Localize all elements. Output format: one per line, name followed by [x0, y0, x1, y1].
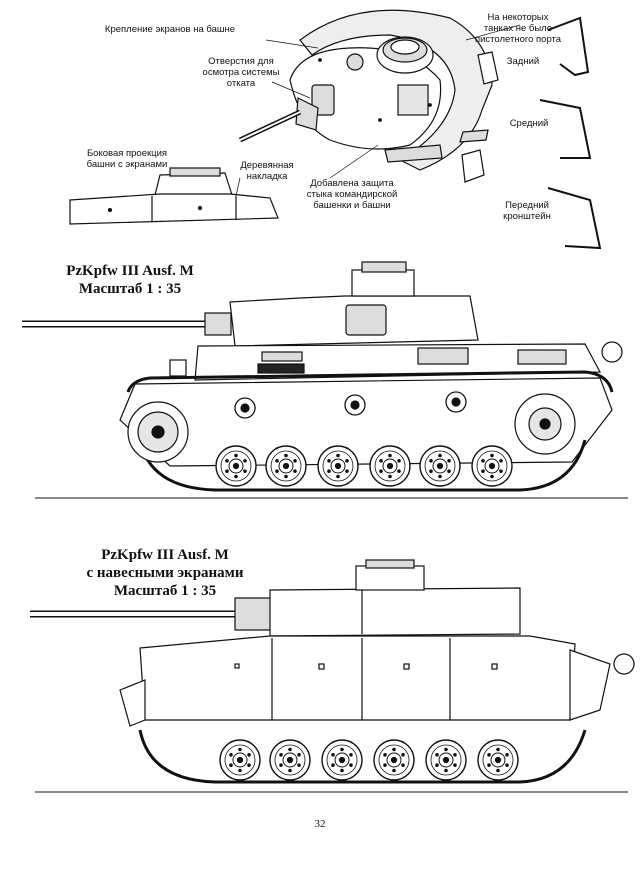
- drawing-2-title: PzKpfw III Ausf. M с навесными экранами …: [86, 547, 244, 599]
- label-turret-skirt-mount: Крепление экранов на башне: [104, 24, 236, 35]
- label-no-pistol-port: На некоторых танках не было пистолетного…: [474, 12, 562, 45]
- turret-detail-drawing: [238, 9, 499, 183]
- label-recoil-inspection: Отверстия для осмотра системы отката: [202, 56, 280, 89]
- label-cupola-protection: Добавлена защита стыка командирской баше…: [306, 178, 398, 211]
- turret-side-projection: [69, 167, 279, 225]
- label-side-projection: Боковая проекция башни с экранами: [86, 148, 168, 170]
- bracket-drawings: [539, 16, 602, 250]
- label-front-bracket: Передний кронштейн: [503, 200, 551, 222]
- page-number: 32: [314, 818, 326, 830]
- label-rear: Задний: [506, 56, 540, 67]
- tank-drawing-1: [22, 261, 623, 492]
- leader-lines: [235, 24, 521, 197]
- drawing-1-title: PzKpfw III Ausf. M Масштаб 1 : 35: [66, 263, 194, 297]
- label-middle: Средний: [509, 118, 549, 129]
- tank-drawing-2: [30, 559, 635, 784]
- label-wooden-pad: Деревянная накладка: [240, 160, 294, 182]
